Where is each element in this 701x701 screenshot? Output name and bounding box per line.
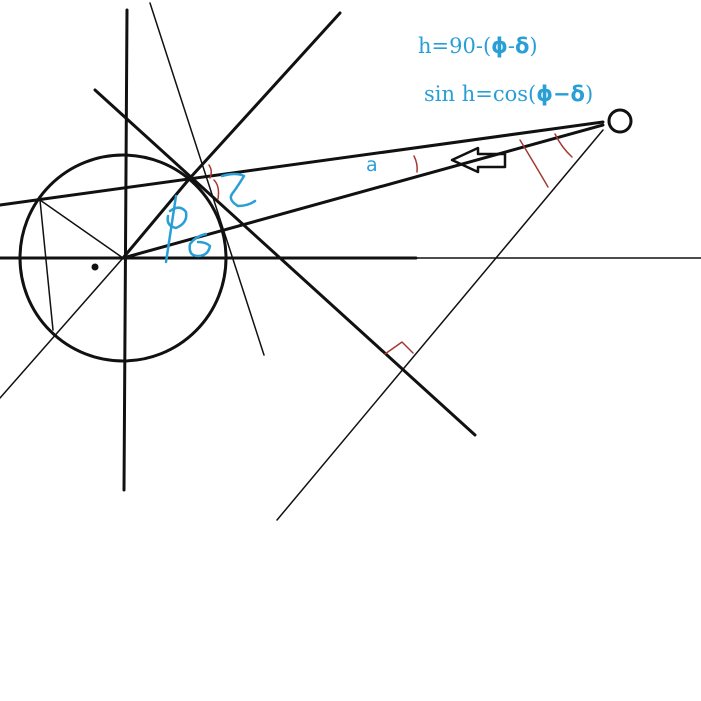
formula-2-delta: δ	[570, 82, 585, 106]
vertical-axis	[122, 8, 129, 492]
angle-mark-upper	[208, 164, 213, 179]
formula-2-phi: ϕ	[536, 82, 553, 106]
long-diagonal-line	[93, 88, 477, 437]
formula-1-delta: δ	[514, 34, 530, 58]
angle-mark-1	[519, 139, 549, 188]
upper-line	[188, 11, 342, 180]
side-label-a: a	[366, 154, 378, 176]
formula-altitude: h=90-(ϕ-δ)	[418, 34, 538, 58]
radius-line	[121, 176, 192, 260]
thin-line-center-lower-left	[0, 257, 124, 399]
formula-sine: sin h=cos(ϕ−δ)	[424, 82, 593, 106]
formula-1-phi: ϕ	[491, 34, 508, 58]
thin-near-vertical-line	[149, 2, 265, 356]
formula-2-prefix: sin h=cos(	[424, 82, 537, 106]
center-dot	[91, 263, 99, 271]
formula-2-suffix: )	[584, 82, 594, 106]
formula-1-suffix: )	[529, 34, 538, 58]
angle-mark-3	[413, 155, 418, 173]
phi-stem	[164, 194, 178, 264]
observer-circle-icon	[607, 108, 633, 134]
angle-mark-tangent	[213, 179, 220, 200]
ray-left-to-observer	[0, 120, 605, 207]
angle-mark-2	[554, 133, 573, 158]
formula-1-minus: -	[507, 34, 515, 58]
triangle-side-2	[39, 199, 54, 331]
formula-2-minus: −	[552, 82, 571, 106]
triangle-side-1	[39, 199, 124, 259]
right-angle-mark	[384, 341, 414, 355]
left-arrow-icon	[450, 146, 507, 174]
delta-symbol	[188, 232, 212, 258]
angle-symbol-gamma	[220, 172, 257, 208]
formula-1-prefix: h=90-(	[418, 34, 492, 58]
phi-loop	[166, 206, 188, 230]
thin-line-from-observer	[276, 129, 604, 521]
